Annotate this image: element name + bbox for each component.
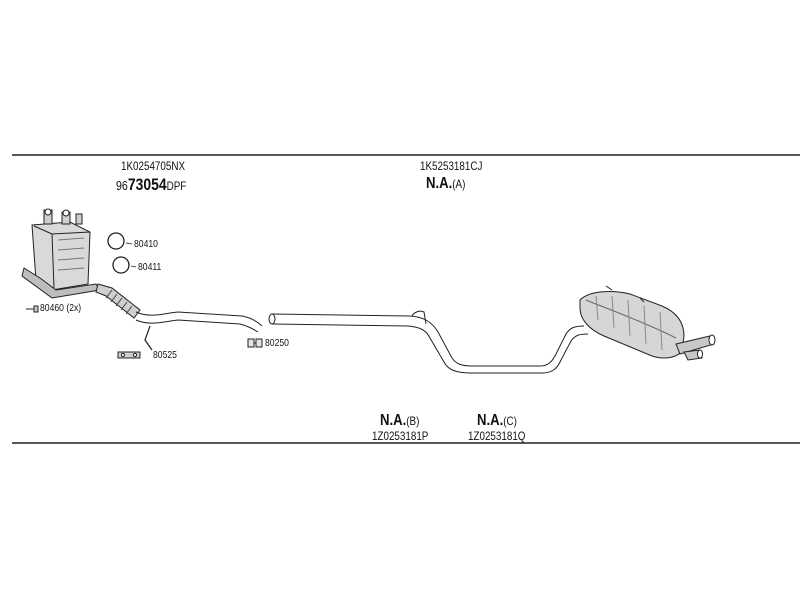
bolt-icon — [26, 305, 39, 313]
flex-pipe-icon — [95, 283, 141, 319]
clamp-callout: 80250 — [265, 337, 289, 349]
rear-na-label: N.A.(A) — [426, 175, 465, 193]
bolts-callout: 80460 (2x) — [40, 302, 82, 314]
dpf-converter-icon — [21, 208, 101, 299]
front-pipe-icon — [135, 311, 263, 351]
gasket-ring-icon — [107, 232, 130, 274]
rear-muffler-icon — [579, 285, 716, 361]
mid-b-suffix: (B) — [406, 414, 420, 428]
dpf-part-number: 1K0254705NX — [121, 159, 186, 173]
mid-c-number: 1Z0253181Q — [468, 429, 526, 443]
rear-part-number: 1K5253181CJ — [420, 159, 483, 173]
mid-c-na: N.A. — [477, 412, 504, 429]
dpf-code-prefix: 96 — [116, 178, 128, 193]
rear-na: N.A. — [426, 175, 453, 192]
mid-c-na-label: N.A.(C) — [477, 412, 517, 430]
gasket-top-callout: 80410 — [134, 238, 158, 250]
mid-c-suffix: (C) — [503, 414, 517, 428]
middle-pipe-icon — [268, 310, 589, 374]
mid-b-number: 1Z0253181P — [372, 429, 429, 443]
gasket-bottom-leader — [130, 265, 137, 268]
hanger-callout: 80525 — [153, 349, 177, 361]
gasket-top-leader — [125, 242, 133, 245]
dpf-code-suffix: DPF — [166, 179, 187, 193]
dpf-code-main: 73054 — [127, 175, 167, 194]
gasket-bottom-callout: 80411 — [138, 261, 162, 273]
hanger-icon — [117, 351, 141, 359]
clamp-icon — [247, 338, 263, 348]
mid-b-na-label: N.A.(B) — [380, 412, 419, 430]
mid-b-na: N.A. — [380, 412, 407, 429]
dpf-code: 9673054DPF — [116, 175, 186, 195]
rear-na-suffix: (A) — [452, 177, 466, 191]
